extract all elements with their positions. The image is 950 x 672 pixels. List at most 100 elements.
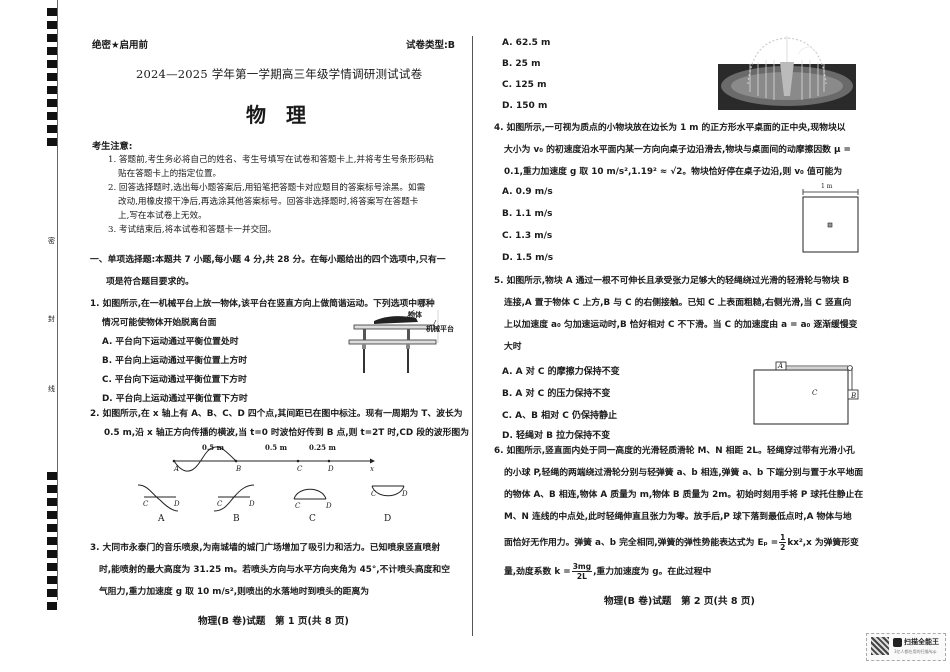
distance-label: 0.5 m	[202, 443, 225, 452]
q4-option-c: C. 1.3 m/s	[502, 231, 553, 241]
binding-mark	[47, 576, 57, 584]
choice-label-d: D	[384, 514, 392, 524]
q5-stem-cont: 大时	[504, 342, 522, 352]
q4-option-a: A. 0.9 m/s	[502, 187, 553, 197]
fraction-half: 1 2	[779, 533, 787, 552]
fraction-numerator: 1	[779, 533, 787, 543]
choice-end-label: C	[143, 500, 149, 508]
choice-end-label: C	[371, 490, 377, 498]
q1-stem: 1. 如图所示,在一机械平台上放一物体,该平台在竖直方向上做简谐运动。下列选项中…	[90, 299, 435, 309]
binding-mark	[47, 60, 57, 68]
binding-mark	[47, 563, 57, 571]
fraction-denominator: 2	[780, 543, 786, 552]
q6-text: ,重力加速度为 g。在此过程中	[593, 566, 712, 577]
binding-mark	[47, 589, 57, 597]
binding-mark	[47, 73, 57, 81]
binding-mark	[47, 99, 57, 107]
q6-text: 量,劲度系数 k =	[504, 566, 571, 577]
choice-end-label: C	[217, 500, 223, 508]
q6-stem: 6. 如图所示,竖直面内处于同一高度的光滑轻质滑轮 M、N 相距 2L。轻绳穿过…	[494, 446, 855, 456]
block-label-a: A	[778, 362, 784, 370]
binding-mark	[47, 511, 57, 519]
q3-option-a: A. 62.5 m	[502, 38, 551, 48]
binding-mark	[47, 485, 57, 493]
point-label-b: B	[236, 465, 242, 473]
figure-label-platform: 机械平台	[426, 324, 454, 333]
watermark-brand: 扫描全能王	[904, 638, 939, 646]
q2-stem-cont: 0.5 m,沿 x 轴正方向传播的横波,当 t=0 时波恰好传到 B 点,则 t…	[104, 428, 469, 438]
platform-figure	[348, 309, 439, 373]
notice-line: 上,写在本试卷上无效。	[118, 211, 207, 221]
q3-option-d: D. 150 m	[502, 101, 548, 111]
exam-title: 2024—2025 学年第一学期高三年级学情调研测试试卷	[136, 67, 423, 81]
watermark-subtitle: 3亿人都在用的扫描App	[894, 649, 937, 654]
q1-option-c: C. 平台向下运动通过平衡位置下方时	[102, 375, 247, 385]
binding-mark	[47, 524, 57, 532]
binding-strip	[46, 0, 58, 672]
square-table-figure	[802, 189, 859, 253]
q5-stem-cont: 上以加速度 a₀ 匀加速运动时,B 恰好相对 C 不下滑。当 C 的加速度由 a…	[504, 320, 858, 330]
binding-mark	[47, 8, 57, 16]
q4-stem: 4. 如图所示,一可视为质点的小物块放在边长为 1 m 的正方形水平桌面的正中央…	[494, 123, 846, 133]
q3-option-b: B. 25 m	[502, 59, 541, 69]
choice-end-label: D	[402, 490, 408, 498]
q1-option-b: B. 平台向上运动通过平衡位置上方时	[102, 356, 248, 366]
q5-stem-cont: 连接,A 置于物体 C 上方,B 与 C 的右侧接触。已知 C 上表面粗糙,右侧…	[504, 298, 852, 308]
binding-label: 线	[48, 385, 55, 393]
binding-mark	[47, 86, 57, 94]
binding-label: 封	[48, 315, 55, 323]
q1-option-d: D. 平台向上运动通过平衡位置下方时	[102, 394, 248, 404]
q2-stem: 2. 如图所示,在 x 轴上有 A、B、C、D 四个点,其间距已在图中标注。现有…	[90, 409, 463, 419]
notice-line: 1. 答题前,考生务必将自己的姓名、考生号填写在试卷和答题卡上,并将考生号条形码…	[108, 155, 434, 165]
q5-stem: 5. 如图所示,物块 A 通过一根不可伸长且承受张力足够大的轻绳绕过光滑的轻滑轮…	[494, 276, 850, 286]
page-divider	[472, 36, 473, 636]
distance-label: 0.25 m	[309, 443, 336, 452]
q1-stem-cont: 情况可能使物体开始脱离台面	[102, 318, 217, 328]
binding-mark	[47, 550, 57, 558]
notice-line: 改动,用橡皮擦干净后,再选涂其他答案标号。回答非选择题时,将答案写在答题卡	[118, 197, 419, 207]
notice-line: 3. 考试结束后,将本试卷和答题卡一并交回。	[108, 225, 277, 235]
block-label-b: B	[851, 392, 857, 400]
pulley-block-figure	[753, 361, 859, 425]
binding-mark	[47, 138, 57, 146]
point-label-a: A	[174, 465, 180, 473]
binding-mark	[47, 47, 57, 55]
distance-label: 0.5 m	[265, 443, 288, 452]
axis-label-x: x	[370, 465, 374, 473]
binding-mark	[47, 472, 57, 480]
q3-stem: 3. 大同市永泰门的音乐喷泉,为南城墙的城门广场增加了吸引力和活力。已知喷泉竖直…	[90, 543, 441, 553]
q3-stem-cont: 气阻力,重力加速度 g 取 10 m/s²,则喷出的水落地时到喷头的距离为	[99, 587, 370, 597]
q1-option-a: A. 平台向下运动通过平衡位置处时	[102, 337, 239, 347]
choice-end-label: D	[326, 502, 332, 510]
binding-mark	[47, 125, 57, 133]
q5-option-a: A. A 对 C 的摩擦力保持不变	[502, 367, 620, 377]
notice-line: 2. 回答选择题时,选出每小题答案后,用铅笔把答题卡对应题目的答案标号涂黑。如需	[108, 183, 426, 193]
fraction-numerator: 3mg	[571, 562, 593, 572]
q4-stem-cont: 0.1,重力加速度 g 取 10 m/s²,1.19² ≈ √2。物块恰好停在桌…	[504, 167, 843, 177]
page-2: A. 62.5 m B. 25 m C. 125 m D. 150 m 4. 如…	[482, 0, 950, 672]
point-label-d: D	[328, 465, 334, 473]
wave-choices-figure	[137, 484, 405, 512]
q5-option-d: D. 轻绳对 B 拉力保持不变	[502, 431, 611, 441]
q6-stem-energy-line: 面恰好无作用力。弹簧 a、b 完全相同,弹簧的弹性势能表达式为 Eₚ = 1 2…	[504, 533, 859, 552]
q4-option-b: B. 1.1 m/s	[502, 209, 553, 219]
block-label-c: C	[812, 389, 818, 397]
q6-stem-cont: 的小球 P,轻绳的两端绕过滑轮分别与轻弹簧 a、b 相连,弹簧 a、b 下端分别…	[504, 468, 864, 478]
q4-stem-cont: 大小为 v₀ 的初速度沿水平面内某一方向向桌子边沿滑去,物块与桌面间的动摩擦因数…	[504, 145, 851, 155]
choice-end-label: D	[174, 500, 180, 508]
binding-mark	[47, 498, 57, 506]
q6-stem-stiffness-line: 量,劲度系数 k = 3mg 2L ,重力加速度为 g。在此过程中	[504, 562, 711, 581]
scanner-watermark: 扫描全能王 3亿人都在用的扫描App	[866, 633, 946, 661]
q6-text: kx²,x 为弹簧形变	[787, 537, 859, 548]
camscanner-logo-icon	[893, 638, 902, 647]
page-1: 绝密★启用前 试卷类型:B 2024—2025 学年第一学期高三年级学情调研测试…	[60, 0, 480, 672]
q3-option-c: C. 125 m	[502, 80, 547, 90]
confidential-label: 绝密★启用前	[92, 40, 149, 51]
fraction-stiffness: 3mg 2L	[571, 562, 593, 581]
choice-label-a: A	[158, 514, 165, 524]
q4-option-d: D. 1.5 m/s	[502, 253, 554, 263]
q6-stem-cont: 的物体 A、B 相连,物体 A 质量为 m,物体 B 质量为 2m。初始时刻用手…	[504, 490, 864, 500]
dimension-label: 1 m	[821, 183, 833, 190]
figure-label-object: 物体	[408, 310, 422, 319]
binding-mark	[47, 112, 57, 120]
